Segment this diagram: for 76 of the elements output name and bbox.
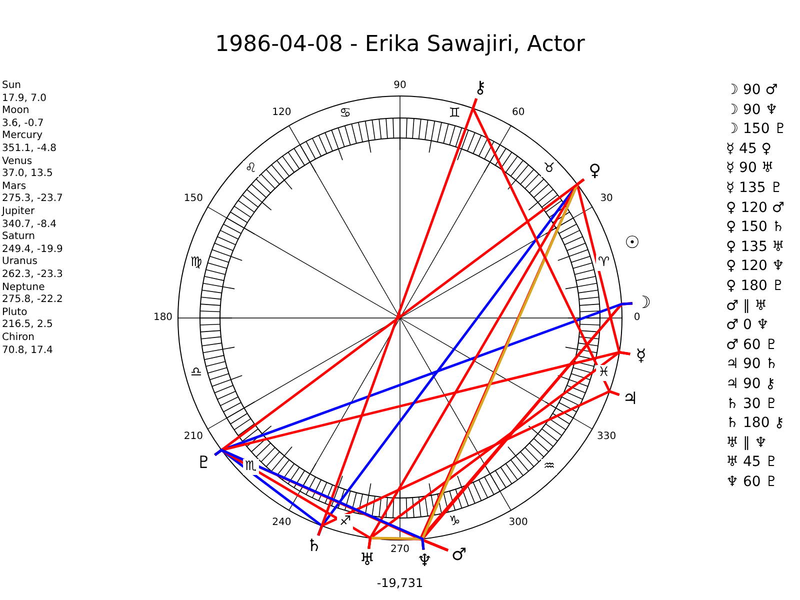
degree-label: 120 bbox=[271, 107, 292, 119]
planet-position: 340.7, -8.4 bbox=[2, 218, 56, 230]
degree-label: 180 bbox=[152, 312, 174, 324]
zodiac-sign: ♈ bbox=[596, 255, 612, 272]
aspect-entry: ♂ 0 ♆ bbox=[726, 317, 769, 334]
aspect-entry: ♄ 180 ⚷ bbox=[726, 415, 784, 432]
aspect-entry: ♄ 30 ♇ bbox=[726, 396, 778, 412]
planet-position: 351.1, -4.8 bbox=[2, 143, 56, 154]
planet-name: Moon bbox=[2, 105, 30, 116]
aspect-line bbox=[317, 98, 478, 536]
zodiac-sign: ♉ bbox=[541, 160, 558, 177]
planet-glyph: ☿ bbox=[630, 344, 652, 367]
zodiac-sign: ♌ bbox=[242, 160, 259, 177]
planet-name: Mars bbox=[2, 180, 26, 192]
planet-glyph: ♇ bbox=[192, 452, 215, 474]
planet-glyph: ⚷ bbox=[469, 76, 492, 99]
zodiac-sign: ♐ bbox=[337, 514, 354, 530]
aspect-entry: ♅ ∥ ♆ bbox=[726, 434, 768, 451]
planet-position: 249.4, -19.9 bbox=[2, 244, 63, 255]
planet-name: Mercury bbox=[2, 130, 43, 142]
aspect-entry: ♂ 60 ♇ bbox=[726, 336, 778, 353]
planet-glyph: ♆ bbox=[414, 550, 436, 572]
aspect-entry: ♀ 135 ♅ bbox=[726, 238, 784, 255]
degree-label: 210 bbox=[182, 431, 204, 444]
degree-label: 30 bbox=[599, 192, 614, 205]
aspect-entry: ♆ 60 ♇ bbox=[726, 474, 778, 490]
aspect-entry: ☿ 45 ♀ bbox=[726, 140, 772, 157]
planet-name: Saturn bbox=[2, 231, 36, 242]
aspect-entry: ♃ 90 ⚷ bbox=[726, 376, 776, 392]
aspect-entry: ♀ 120 ♆ bbox=[726, 258, 784, 274]
planet-name: Chiron bbox=[2, 332, 34, 343]
degree-label: 90 bbox=[392, 80, 408, 92]
aspect-entry: ♃ 90 ♄ bbox=[726, 356, 778, 372]
zodiac-sign: ♏ bbox=[242, 459, 259, 476]
planet-glyph: ☽ bbox=[632, 292, 655, 314]
planet-glyph: ♄ bbox=[303, 535, 326, 558]
planet-position: 37.0, 13.5 bbox=[2, 168, 53, 180]
aspect-entry: ♂ ∥ ♅ bbox=[726, 298, 768, 314]
planet-position: 275.3, -23.7 bbox=[2, 193, 63, 204]
degree-label: 270 bbox=[389, 544, 411, 556]
aspect-entry: ♀ 150 ♄ bbox=[726, 219, 784, 236]
planet-position: 3.6, -0.7 bbox=[2, 118, 44, 129]
zodiac-sign: ♒ bbox=[541, 459, 558, 476]
planet-name: Uranus bbox=[2, 256, 38, 268]
degree-label: 60 bbox=[510, 107, 526, 119]
aspect-entry: ♀ 120 ♂ bbox=[726, 200, 784, 216]
degree-label: 300 bbox=[508, 516, 529, 529]
planet-name: Neptune bbox=[2, 282, 45, 293]
degree-label: 330 bbox=[596, 431, 618, 444]
aspect-entry: ♀ 180 ♇ bbox=[726, 278, 784, 294]
degree-label: 0 bbox=[632, 312, 642, 324]
planet-name: Venus bbox=[2, 156, 32, 167]
planet-position: 262.3, -23.3 bbox=[2, 269, 63, 280]
degree-label: 240 bbox=[271, 516, 292, 529]
aspect-entry: ☿ 90 ♅ bbox=[726, 160, 774, 176]
planet-glyph: ♀ bbox=[584, 160, 606, 182]
zodiac-sign: ♍ bbox=[188, 255, 204, 272]
planet-position: 17.9, 7.0 bbox=[2, 92, 47, 104]
planet-glyph: ☉ bbox=[621, 232, 644, 254]
planet-glyph: ♂ bbox=[448, 544, 470, 566]
planet-name: Jupiter bbox=[2, 206, 35, 217]
aspect-entry: ♅ 45 ♇ bbox=[726, 454, 778, 470]
chart-title: 1986-04-08 - Erika Sawajiri, Actor bbox=[214, 31, 586, 59]
value-label: -19,731 bbox=[376, 576, 424, 590]
planet-glyph: ♅ bbox=[356, 548, 378, 571]
aspect-entry: ☽ 150 ♇ bbox=[726, 121, 787, 138]
aspect-entry: ☽ 90 ♂ bbox=[726, 82, 778, 98]
planet-name: Pluto bbox=[2, 306, 28, 318]
planet-glyph: ♃ bbox=[619, 388, 642, 410]
degree-label: 150 bbox=[182, 192, 204, 205]
planet-position: 216.5, 2.5 bbox=[2, 319, 53, 330]
planet-position: 275.8, -22.2 bbox=[2, 294, 63, 306]
planet-name: Sun bbox=[2, 80, 22, 91]
planet-position: 70.8, 17.4 bbox=[2, 344, 53, 356]
aspect-entry: ☽ 90 ♆ bbox=[726, 102, 778, 118]
aspect-entry: ☿ 135 ♇ bbox=[726, 180, 783, 196]
